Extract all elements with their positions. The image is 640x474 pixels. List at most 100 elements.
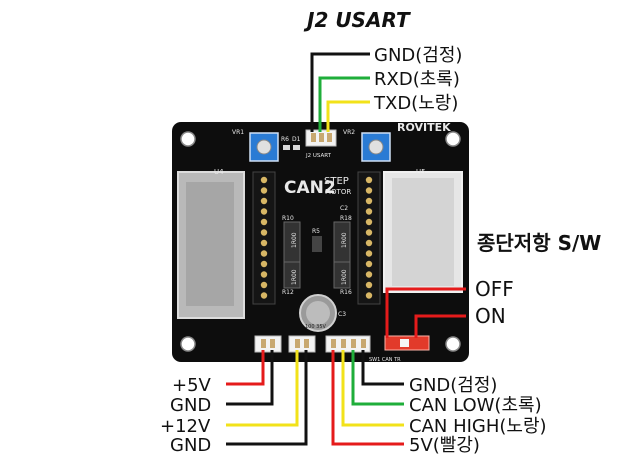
silk-r18: R18 bbox=[340, 215, 352, 222]
can-label-high: CAN HIGH(노랑) bbox=[409, 416, 547, 437]
silk-r6: R6 bbox=[281, 136, 289, 143]
usart-label-rxd: RXD(초록) bbox=[374, 69, 460, 90]
silk-vr2: VR2 bbox=[343, 129, 355, 136]
j2-pin-2 bbox=[319, 133, 324, 142]
power-5v-pin-1 bbox=[261, 339, 266, 348]
right-header-body bbox=[357, 171, 381, 305]
usart-label-gnd: GND(검정) bbox=[374, 45, 462, 66]
power-wire-12v bbox=[226, 350, 299, 427]
resistor-r12 bbox=[283, 261, 301, 289]
mount-hole-bl bbox=[180, 336, 196, 352]
power-12v-connector bbox=[288, 335, 316, 353]
can-wire-gnd bbox=[361, 350, 404, 386]
termination-off-label: OFF bbox=[475, 277, 514, 301]
left-header-pin bbox=[260, 218, 268, 226]
usart-wire-rxd bbox=[318, 76, 370, 132]
silk-r5: R5 bbox=[312, 228, 320, 235]
right-header-pin bbox=[365, 281, 373, 289]
left-header-pin bbox=[260, 239, 268, 247]
right-header-pin bbox=[365, 176, 373, 184]
silk-r16: R16 bbox=[340, 289, 352, 296]
power-wire-gnd-2 bbox=[226, 350, 308, 446]
resistor-r16 bbox=[333, 261, 351, 289]
left-header-pin bbox=[260, 208, 268, 215]
left-header-pin bbox=[260, 292, 268, 299]
silk-step: STEP bbox=[324, 176, 349, 187]
silk-sw-text: SW1 CAN TR bbox=[369, 357, 401, 363]
right-pin-header bbox=[357, 171, 381, 305]
silk-vr1: VR1 bbox=[232, 129, 244, 136]
can-wire-5v bbox=[331, 350, 404, 446]
can-pin-1 bbox=[331, 339, 336, 348]
potentiometer-vr2-knob bbox=[368, 139, 384, 155]
can-pin-2 bbox=[341, 339, 346, 348]
left-header-pin bbox=[260, 260, 268, 268]
usart-wire-txd bbox=[326, 100, 370, 132]
can-label-gnd: GND(검정) bbox=[409, 375, 497, 396]
termination-wire-off bbox=[385, 287, 466, 338]
silk-j2: J2 USART bbox=[305, 153, 332, 159]
silk-1r00-b: 1R00 bbox=[341, 232, 348, 248]
termination-title: 종단저항 S/W bbox=[477, 231, 601, 255]
left-header-pin bbox=[260, 197, 268, 205]
silk-brand: ROVITEK bbox=[397, 121, 451, 134]
power-wires bbox=[226, 350, 308, 446]
led-d1 bbox=[293, 145, 300, 150]
right-header-pin bbox=[365, 271, 373, 278]
mount-hole-br bbox=[445, 336, 461, 352]
can-wire-low bbox=[351, 350, 404, 406]
can-label-5v: 5V(빨강) bbox=[409, 435, 480, 456]
silk-1r00-d-wrap: 1R00 bbox=[341, 269, 348, 285]
termination-wire-on bbox=[414, 314, 466, 338]
power-5v-connector bbox=[254, 335, 282, 353]
silk-cap-text: 100 35V bbox=[305, 324, 326, 330]
power-label-gnd-1: GND bbox=[170, 395, 211, 416]
power-12v-pin-2 bbox=[304, 339, 309, 348]
u5-heatsink-inner bbox=[392, 178, 454, 286]
right-header-pin bbox=[365, 250, 373, 257]
can-pin-3 bbox=[351, 339, 356, 348]
pcb-board: U4 U5 VR1 VR2 R6 D1 J2 USART ROVITEK CAN… bbox=[172, 121, 469, 363]
right-header-pin bbox=[365, 187, 373, 194]
power-wire-5v bbox=[226, 350, 265, 386]
left-header-body bbox=[252, 171, 276, 305]
silk-model: CAN2 bbox=[284, 178, 336, 198]
silk-r10: R10 bbox=[282, 215, 294, 222]
led-r6 bbox=[283, 145, 290, 150]
j2-pin-3 bbox=[327, 133, 332, 142]
capacitor-c3-top bbox=[306, 301, 330, 325]
left-header-pin bbox=[260, 281, 268, 289]
usart-label-txd: TXD(노랑) bbox=[373, 93, 458, 114]
silk-1r00-d: 1R00 bbox=[341, 269, 348, 285]
can-wires bbox=[331, 350, 404, 446]
resistor-r5 bbox=[312, 236, 322, 252]
can-pin-4 bbox=[361, 339, 366, 348]
usart-title: J2 USART bbox=[303, 8, 411, 32]
left-pin-header bbox=[252, 171, 276, 305]
right-header-pin bbox=[365, 292, 373, 299]
silk-1r00-a-wrap: 1R00 bbox=[291, 232, 298, 248]
silk-u4: U4 bbox=[214, 168, 224, 176]
power-wire-gnd-1 bbox=[226, 350, 274, 406]
power-label-gnd-2: GND bbox=[170, 435, 211, 456]
right-header-pin bbox=[365, 197, 373, 205]
silk-u5: U5 bbox=[416, 168, 426, 176]
left-header-pin bbox=[260, 187, 268, 194]
termination-wires bbox=[385, 287, 466, 338]
left-header-pin bbox=[260, 176, 268, 184]
left-header-pin bbox=[260, 229, 268, 236]
power-5v-pin-2 bbox=[270, 339, 275, 348]
mount-hole-tr bbox=[445, 131, 461, 147]
right-header-pin bbox=[365, 218, 373, 226]
potentiometer-vr1-knob bbox=[256, 139, 272, 155]
usart-wire-gnd bbox=[310, 52, 370, 132]
silk-1r00-c: 1R00 bbox=[291, 269, 298, 285]
power-label-12v: +12V bbox=[160, 416, 211, 437]
termination-on-label: ON bbox=[475, 304, 506, 328]
termination-switch-lever bbox=[400, 339, 409, 347]
silk-1r00-a: 1R00 bbox=[291, 232, 298, 248]
can-connector bbox=[325, 335, 371, 353]
silk-1r00-b-wrap: 1R00 bbox=[341, 232, 348, 248]
power-label-5v: +5V bbox=[172, 375, 212, 396]
